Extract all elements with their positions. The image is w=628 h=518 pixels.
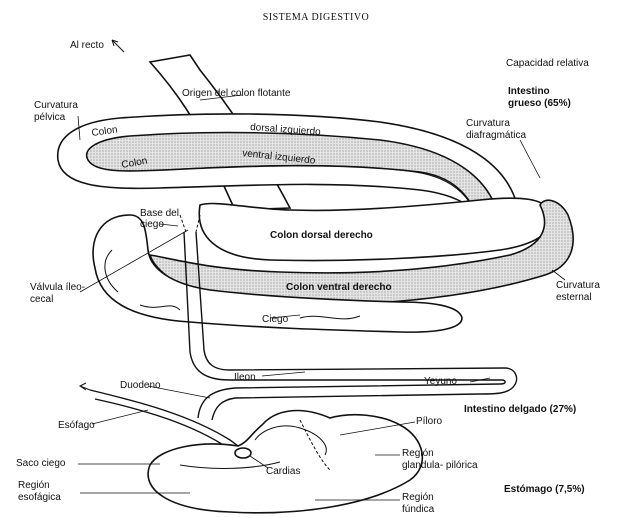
arrow-esophagus bbox=[80, 383, 90, 390]
label-capacidad: Capacidad relativa bbox=[506, 58, 589, 69]
label-colon-dorsal-derecho: Colon dorsal derecho bbox=[270, 230, 373, 241]
label-intestino-grueso-line2: grueso (65%) bbox=[508, 98, 571, 109]
label-cardias: Cardias bbox=[266, 466, 300, 477]
label-intestino-grueso: Intestino grueso (65%) bbox=[508, 86, 571, 109]
label-region-glandular-line1: Región bbox=[402, 448, 434, 459]
arrow-to-rectum bbox=[112, 40, 124, 52]
label-curvatura-esternal: Curvatura esternal bbox=[556, 280, 603, 303]
label-base-ciego-line1: Base del bbox=[140, 208, 179, 219]
label-curvatura-esternal-line2: esternal bbox=[556, 292, 592, 303]
label-curvatura-diafragmatica: Curvatura diafragmática bbox=[466, 118, 526, 141]
right-dorsal-colon bbox=[199, 198, 551, 260]
label-region-esofagica: Región esofágica bbox=[18, 480, 61, 503]
label-region-glandular: Región glandula- pilórica bbox=[402, 448, 478, 471]
label-intestino-grueso-line1: Intestino bbox=[508, 86, 550, 97]
diagram-title: SISTEMA DIGESTIVO bbox=[263, 12, 370, 23]
label-region-fundica-line1: Región bbox=[402, 492, 434, 503]
leader-curv-diafragmatica bbox=[520, 140, 540, 178]
label-ciego: Ciego bbox=[262, 314, 289, 325]
label-ileon: Ileon bbox=[234, 372, 256, 383]
label-curvatura-pelvica-line2: pélvica bbox=[34, 112, 66, 123]
label-curvatura-diafragmatica-line1: Curvatura bbox=[466, 118, 510, 129]
label-intestino-delgado: Intestino delgado (27%) bbox=[464, 404, 576, 415]
label-curvatura-diafragmatica-line2: diafragmática bbox=[466, 130, 526, 141]
label-piloro: Píloro bbox=[416, 416, 443, 427]
label-region-esofagica-line2: esofágica bbox=[18, 492, 61, 503]
stomach bbox=[90, 390, 422, 513]
label-base-ciego: Base del ciego bbox=[140, 208, 182, 230]
cardia bbox=[235, 448, 251, 458]
label-curvatura-esternal-line1: Curvatura bbox=[556, 280, 600, 291]
label-duodeno: Duodeno bbox=[120, 380, 161, 391]
label-region-glandular-line2: glandula- pilórica bbox=[402, 460, 478, 471]
label-valvula-line2: cecal bbox=[30, 294, 53, 305]
label-estomago: Estómago (7,5%) bbox=[504, 484, 585, 495]
label-curvatura-pelvica-line1: Curvatura bbox=[34, 100, 78, 111]
label-region-esofagica-line1: Región bbox=[18, 480, 50, 491]
leader-ileon bbox=[262, 372, 305, 376]
label-valvula: Válvula íleo- cecal bbox=[30, 282, 88, 305]
label-region-fundica-line2: fúndica bbox=[402, 504, 435, 515]
label-region-fundica: Región fúndica bbox=[402, 492, 436, 515]
ileum-hidden bbox=[180, 215, 200, 232]
label-al-recto: Al recto bbox=[70, 40, 104, 51]
label-valvula-line1: Válvula íleo- bbox=[30, 282, 85, 293]
label-origen-colon: Origen del colon flotante bbox=[182, 88, 291, 99]
leader-curv-esternal bbox=[552, 270, 565, 280]
label-esofago: Esófago bbox=[58, 420, 95, 431]
leader-esofago bbox=[92, 410, 148, 424]
label-base-ciego-line2: ciego bbox=[140, 219, 164, 230]
label-saco-ciego: Saco ciego bbox=[16, 458, 66, 469]
label-colon-ventral-derecho: Colon ventral derecho bbox=[286, 282, 392, 293]
label-yeyuno: Yeyuno bbox=[424, 376, 457, 387]
label-curvatura-pelvica: Curvatura pélvica bbox=[34, 100, 81, 123]
